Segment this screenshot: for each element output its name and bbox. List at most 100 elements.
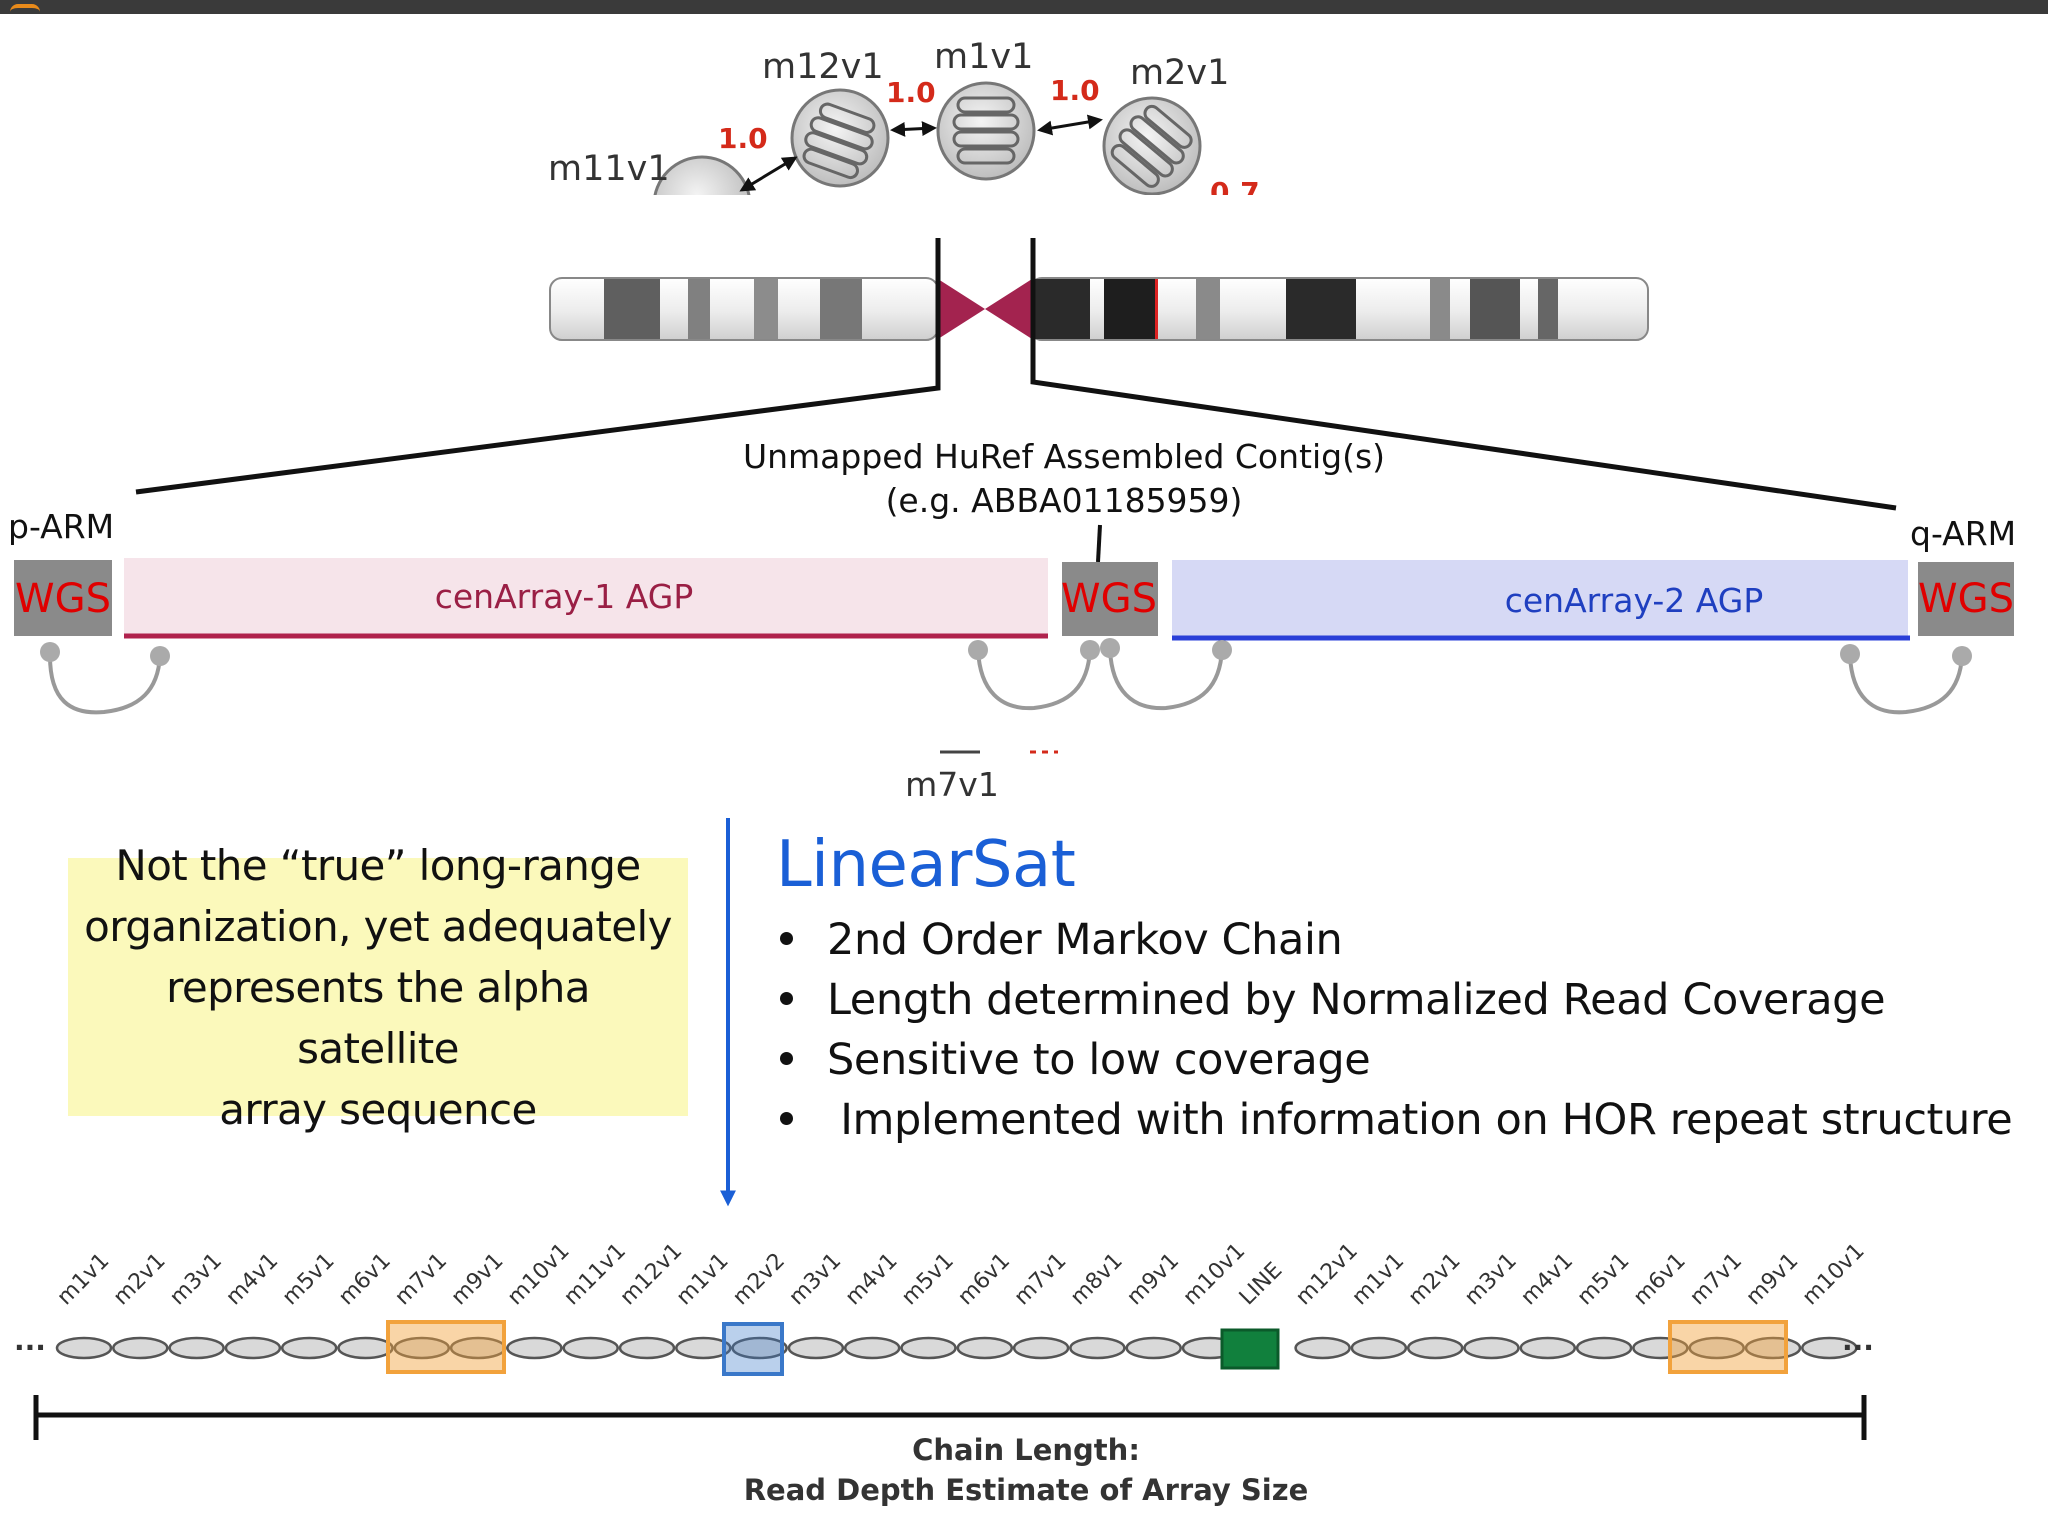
chain-bead — [1688, 1336, 1745, 1360]
chain-monomer-label: m12v1 — [1291, 1239, 1363, 1311]
chain-bead — [280, 1336, 338, 1360]
bullet-item: Sensitive to low coverage — [772, 1030, 2040, 1090]
chain-monomer-label: m5v1 — [278, 1248, 340, 1310]
edge-m11-m12 — [739, 156, 798, 192]
note-line: Not the “true” long-range — [115, 840, 641, 890]
chain-bead — [1069, 1336, 1126, 1360]
chain-monomer-label: m3v1 — [165, 1248, 227, 1310]
chain-monomer-label: m6v1 — [334, 1248, 396, 1310]
app-accent-icon — [10, 4, 40, 14]
bullet-text: Sensitive to low coverage — [827, 1035, 1371, 1085]
chain-monomer-label: m2v1 — [1404, 1248, 1466, 1310]
label-m11v1: m11v1 — [548, 149, 670, 189]
bullet-item: Implemented with information on HOR repe… — [772, 1090, 2040, 1150]
chain-monomer-label: m10v1 — [1179, 1239, 1251, 1311]
chain-bead — [168, 1336, 225, 1360]
centromere — [938, 279, 1032, 339]
chain-bead — [956, 1336, 1014, 1360]
monomer-network — [653, 81, 1202, 195]
highlight-blue — [722, 1322, 784, 1376]
chain-monomer-label: m11v1 — [559, 1239, 631, 1311]
chromosome-ideogram — [549, 277, 1649, 341]
chain-length-label-1: Chain Length: — [912, 1433, 1140, 1467]
chain-length-bar — [33, 1395, 1867, 1440]
chain-bead — [224, 1336, 282, 1360]
monomer-m12v1 — [790, 88, 890, 188]
chain-monomer-label: m10v1 — [1798, 1239, 1870, 1311]
chain-ellipsis-left: ... — [14, 1324, 46, 1357]
chain-length-label-2: Read Depth Estimate of Array Size — [744, 1473, 1309, 1507]
chain-bead — [1632, 1336, 1689, 1360]
chain-bead — [337, 1336, 394, 1360]
chain-bead — [731, 1336, 788, 1360]
chain-bead — [618, 1336, 676, 1360]
chain-ellipsis-right: ... — [1842, 1324, 1874, 1357]
note-line: organization, yet adequately — [84, 901, 672, 951]
chain-bead — [506, 1336, 563, 1360]
chain-monomer-label: m10v1 — [503, 1239, 575, 1311]
array-2-label: cenArray-2 AGP — [1505, 581, 1764, 620]
mid-monomer-label: m7v1 — [905, 765, 999, 804]
label-m2v1: m2v1 — [1130, 53, 1229, 93]
chain-bead — [1350, 1336, 1408, 1360]
chain-bead — [675, 1336, 732, 1360]
array-1-label: cenArray-1 AGP — [435, 577, 694, 616]
chain-bead — [1294, 1336, 1351, 1360]
contig-label-line1: Unmapped HuRef Assembled Contig(s) — [743, 437, 1385, 476]
chain-monomer-label: m5v1 — [897, 1248, 959, 1310]
wgs-right-label: WGS — [1918, 576, 2014, 622]
bullet-dot-icon — [780, 1051, 793, 1065]
chain-bead — [1125, 1336, 1182, 1360]
highlight-line — [1220, 1328, 1280, 1370]
bullet-text: Length determined by Normalized Read Cov… — [827, 975, 1886, 1025]
bullet-text: 2nd Order Markov Chain — [827, 915, 1343, 965]
note-text: Not the “true” long-range organization, … — [82, 835, 674, 1140]
bullet-text: Implemented with information on HOR repe… — [827, 1095, 2013, 1145]
zoom-lines — [135, 238, 1897, 511]
wgs-middle-label: WGS — [1061, 576, 1157, 622]
chain-bead — [1012, 1336, 1070, 1360]
label-m12v1: m12v1 — [762, 47, 884, 87]
chain-monomer-label: m5v1 — [1573, 1248, 1635, 1310]
chain-monomer-label: m4v1 — [221, 1248, 283, 1310]
monomer-m2v1 — [1102, 96, 1202, 195]
bullet-dot-icon — [780, 991, 793, 1005]
chain-monomer-label: m2v2 — [728, 1248, 790, 1310]
weight-3: 1.0 — [1050, 74, 1100, 107]
highlight-orange-1 — [386, 1320, 506, 1374]
bullet-dot-icon — [780, 931, 793, 945]
edge-m12-m1 — [890, 121, 937, 137]
weight-2: 1.0 — [886, 76, 936, 109]
bullet-item: Length determined by Normalized Read Cov… — [772, 970, 2040, 1030]
chain-monomer-label: m9v1 — [1742, 1248, 1804, 1310]
window-top-bar — [0, 0, 2048, 14]
chain-monomer-label: m8v1 — [1066, 1248, 1128, 1310]
wgs-box-middle: WGS — [1061, 562, 1158, 636]
chain-monomer-label: m7v1 — [390, 1248, 452, 1310]
chain-bead — [900, 1336, 957, 1360]
bullet-item: 2nd Order Markov Chain — [772, 910, 2040, 970]
array-2: cenArray-2 AGP — [1172, 560, 1910, 641]
label-m1v1: m1v1 — [934, 37, 1033, 77]
chain-monomer-label: m3v1 — [784, 1248, 846, 1310]
monomer-m11v1 — [653, 155, 751, 195]
chain-bead — [1519, 1336, 1577, 1360]
chain-bead — [1406, 1336, 1464, 1360]
chain-beads — [55, 1336, 1858, 1360]
chain-monomer-label: m1v1 — [53, 1248, 115, 1310]
chain-bead — [787, 1336, 845, 1360]
note-box: Not the “true” long-range organization, … — [68, 841, 688, 1134]
chain-bead — [562, 1336, 619, 1360]
chain-monomer-label: m7v1 — [1010, 1248, 1072, 1310]
chain-monomer-label: m3v1 — [1460, 1248, 1522, 1310]
wgs-box-right: WGS — [1918, 562, 2014, 636]
chain-monomer-labels: m1v1m2v1m3v1m4v1m5v1m6v1m7v1m9v1m10v1m11… — [53, 1239, 1870, 1311]
wgs-connectors — [48, 649, 1964, 715]
chain-monomer-label: m7v1 — [1685, 1248, 1747, 1310]
bullet-dot-icon — [780, 1111, 793, 1125]
chain-bead — [843, 1336, 901, 1360]
note-line: represents the alpha satellite — [166, 962, 590, 1073]
monomer-m1v1 — [936, 81, 1036, 181]
note-line: array sequence — [219, 1084, 537, 1134]
